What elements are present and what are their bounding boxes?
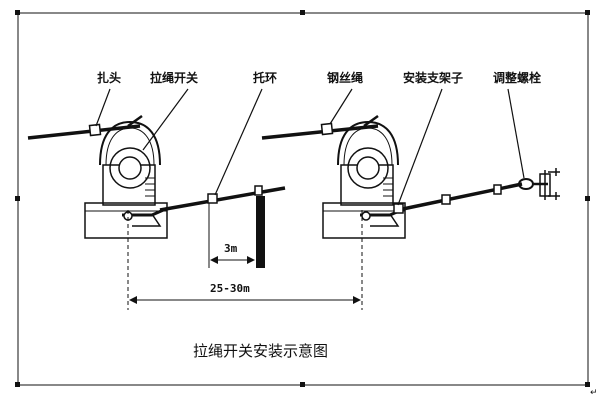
extension-lines	[127, 210, 363, 310]
left-upper-rope	[27, 124, 141, 140]
support-ring-1	[207, 193, 218, 204]
dim-25-30m-label: 25-30m	[210, 282, 250, 295]
left-pull-switch	[84, 120, 169, 239]
right-upper-rope	[261, 124, 379, 140]
diagram-caption: 拉绳开关安装示意图	[193, 342, 328, 360]
left-tie-head	[88, 123, 102, 137]
leader-lines	[95, 88, 525, 206]
left-lower-rope	[159, 186, 286, 212]
support-ring-2	[254, 185, 263, 196]
dim-3m-label: 3m	[224, 242, 238, 255]
label-wire-rope: 钢丝绳	[327, 70, 363, 85]
right-tie-head	[320, 122, 334, 136]
label-pull-switch: 拉绳开关	[150, 70, 198, 85]
label-adjust-bolt: 调整螺栓	[493, 70, 541, 85]
return-mark: ↵	[590, 388, 598, 398]
right-rope-ring-2	[493, 184, 502, 195]
label-support-ring: 托环	[253, 70, 277, 85]
right-lower-rope	[397, 182, 523, 212]
adjust-bolt-assembly	[518, 168, 560, 200]
support-post	[256, 196, 265, 268]
right-rope-ring	[441, 194, 451, 205]
mount-bracket-clamp	[393, 203, 404, 214]
label-tie-head: 扎头	[97, 70, 121, 85]
frame-handles	[15, 10, 590, 387]
right-pull-switch	[322, 120, 407, 239]
label-mount-bracket: 安装支架子	[403, 70, 463, 85]
